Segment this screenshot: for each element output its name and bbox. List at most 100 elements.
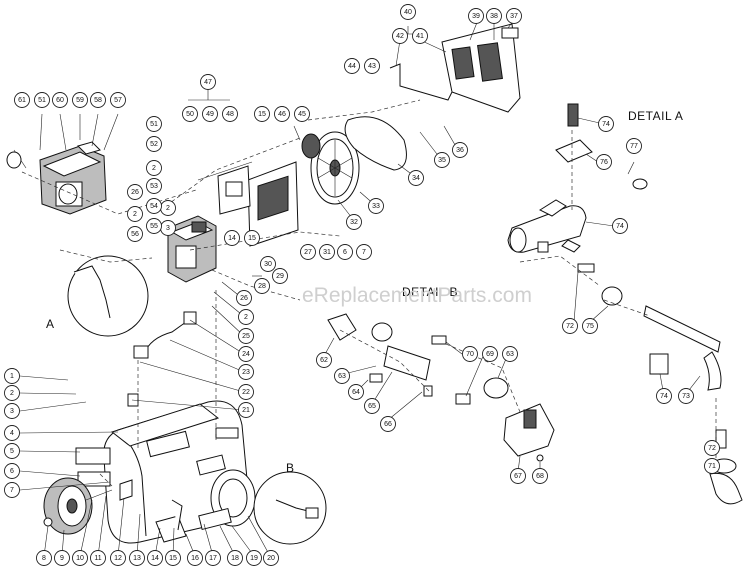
callout-bubble	[4, 385, 20, 401]
callout-53: 53	[146, 178, 162, 194]
detail-b-manifold	[327, 313, 555, 462]
callout-75: 75	[582, 318, 598, 334]
callout-number: 24	[242, 351, 250, 358]
callout-number: 2	[152, 165, 156, 172]
callout-number: 48	[226, 111, 234, 118]
callout-4: 4	[4, 425, 20, 441]
callout-16: 16	[187, 550, 203, 566]
callout-number: 31	[323, 249, 331, 256]
callout-number: 66	[384, 421, 392, 428]
callout-38: 38	[486, 8, 502, 24]
callout-number: 46	[278, 111, 286, 118]
callout-bubble	[254, 106, 270, 122]
callout-bubble	[110, 550, 126, 566]
callout-bubble	[346, 214, 362, 230]
callout-bubble	[238, 328, 254, 344]
callout-42: 42	[392, 28, 408, 44]
callout-12: 12	[110, 550, 126, 566]
callout-6: 6	[4, 463, 20, 479]
engine	[6, 141, 107, 215]
callout-bubble	[146, 136, 162, 152]
callout-number: 19	[250, 555, 258, 562]
callout-19: 19	[246, 550, 262, 566]
callout-bubble	[202, 106, 218, 122]
callout-number: 5	[10, 448, 14, 455]
callout-number: 38	[490, 13, 498, 20]
callout-number: 41	[416, 33, 424, 40]
callout-bubble	[408, 170, 424, 186]
callout-64: 64	[348, 384, 364, 400]
callout-74: 74	[612, 218, 628, 234]
callout-number: 55	[150, 223, 158, 230]
callout-6: 6	[337, 244, 353, 260]
callout-number: 20	[267, 555, 275, 562]
callout-bubble	[274, 106, 290, 122]
detail-a-label: DETAIL A	[628, 109, 683, 123]
callout-bubble	[127, 206, 143, 222]
callout-50: 50	[182, 106, 198, 122]
callout-bubble	[4, 368, 20, 384]
callout-bubble	[238, 346, 254, 362]
callout-68: 68	[532, 468, 548, 484]
callout-bubble	[356, 244, 372, 260]
callout-bubble	[452, 142, 468, 158]
callout-9: 9	[54, 550, 70, 566]
callout-bubble	[4, 482, 20, 498]
callout-bubble	[272, 268, 288, 284]
callout-23: 23	[238, 364, 254, 380]
callout-37: 37	[506, 8, 522, 24]
callout-number: 72	[708, 445, 716, 452]
callout-bubble	[392, 28, 408, 44]
callout-51: 51	[146, 116, 162, 132]
callout-51: 51	[34, 92, 50, 108]
callout-bubble	[344, 58, 360, 74]
callout-25: 25	[238, 328, 254, 344]
callout-number: 44	[348, 63, 356, 70]
watermark-text: eReplacementParts.com	[302, 284, 532, 307]
callout-bubble	[147, 550, 163, 566]
callout-number: 58	[94, 97, 102, 104]
callout-26: 26	[127, 184, 143, 200]
callout-8: 8	[36, 550, 52, 566]
callout-bubble	[482, 346, 498, 362]
callout-47: 47	[200, 74, 216, 90]
callout-number: 37	[510, 13, 518, 20]
callout-17: 17	[205, 550, 221, 566]
callout-bubble	[656, 388, 672, 404]
callout-22: 22	[238, 384, 254, 400]
callout-number: 7	[362, 249, 366, 256]
callout-bubble	[678, 388, 694, 404]
callout-bubble	[34, 92, 50, 108]
callout-number: 3	[166, 225, 170, 232]
callout-27: 27	[300, 244, 316, 260]
callout-number: 74	[660, 393, 668, 400]
reference-a-label: A	[46, 317, 55, 331]
callout-number: 77	[630, 143, 638, 150]
callout-number: 3	[10, 408, 14, 415]
callout-bubble	[146, 198, 162, 214]
callout-32: 32	[346, 214, 362, 230]
callout-bubble	[110, 92, 126, 108]
callout-1: 1	[4, 368, 20, 384]
callout-bubble	[187, 550, 203, 566]
callout-48: 48	[222, 106, 238, 122]
callout-bubble	[238, 384, 254, 400]
callout-40: 40	[400, 4, 416, 20]
callout-bubble	[582, 318, 598, 334]
callout-bubble	[129, 550, 145, 566]
callout-bubble	[244, 230, 260, 246]
callout-3: 3	[4, 403, 20, 419]
tank-feet	[119, 479, 187, 543]
callout-bubble	[400, 4, 416, 20]
callout-bubble	[52, 92, 68, 108]
callout-74: 74	[656, 388, 672, 404]
callout-number: 74	[602, 121, 610, 128]
callout-58: 58	[90, 92, 106, 108]
callout-bubble	[254, 278, 270, 294]
callout-26: 26	[236, 290, 252, 306]
callout-bubble	[704, 458, 720, 474]
callout-45: 45	[294, 106, 310, 122]
callout-74: 74	[598, 116, 614, 132]
callout-number: 30	[264, 261, 272, 268]
callout-number: 43	[368, 63, 376, 70]
